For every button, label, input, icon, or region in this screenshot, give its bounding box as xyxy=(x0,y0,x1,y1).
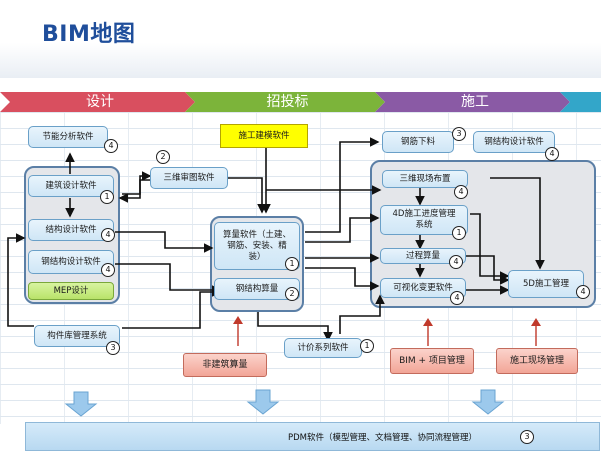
node-energy-analysis: 节能分析软件 xyxy=(28,126,108,148)
node-steel-design: 钢结构设计软件 xyxy=(28,250,114,274)
phase-construction-label: 施工 xyxy=(461,94,489,110)
phase-bar xyxy=(0,92,601,112)
badge-component-lib: 3 xyxy=(106,341,120,355)
badge-pdm: 3 xyxy=(520,430,534,444)
badge-site-layout: 4 xyxy=(454,185,468,199)
node-visual-change: 可视化变更软件 xyxy=(380,278,466,298)
badge-rebar: 3 xyxy=(452,127,466,141)
node-site-management: 施工现场管理 xyxy=(496,348,578,374)
badge-review3d: 2 xyxy=(156,150,170,164)
phase-design-label: 设计 xyxy=(86,94,114,110)
node-rebar-cutting: 钢筋下料 xyxy=(382,131,454,153)
badge-steel-design: 4 xyxy=(101,263,115,277)
badge-struct: 4 xyxy=(101,228,115,242)
node-5d-management: 5D施工管理 xyxy=(508,270,584,298)
node-construction-modeling: 施工建模软件 xyxy=(220,124,308,148)
node-site-layout-3d: 三维现场布置 xyxy=(382,170,468,188)
badge-visual-change: 4 xyxy=(450,291,464,305)
badge-steel-quantity: 2 xyxy=(285,287,299,301)
node-process-quantity: 过程算量 xyxy=(380,248,466,264)
phase-design-arrow xyxy=(0,92,195,112)
node-bim-project-management: BIM + 项目管理 xyxy=(390,348,474,374)
node-mep-design: MEP设计 xyxy=(28,282,114,300)
page-title: BIM地图 xyxy=(42,22,136,47)
node-pricing-software: 计价系列软件 xyxy=(284,338,362,358)
node-steel-struct-design: 钢结构设计软件 xyxy=(473,131,555,153)
phase-next-arrow xyxy=(560,92,601,112)
badge-pricing: 1 xyxy=(360,339,374,353)
node-steel-quantity: 钢结构算量 xyxy=(214,278,300,300)
badge-steel-struct-design: 4 xyxy=(545,147,559,161)
badge-quantity: 1 xyxy=(285,257,299,271)
phase-bidding-arrow xyxy=(185,92,385,112)
pdm-bar: PDM软件（模型管理、文档管理、协同流程管理） 3 xyxy=(25,422,600,451)
badge-schedule4d: 1 xyxy=(452,226,466,240)
phase-construction-arrow xyxy=(375,92,570,112)
pdm-label: PDM软件（模型管理、文档管理、协同流程管理） xyxy=(288,433,478,443)
node-quantity-software: 算量软件（土建、钢筋、安装、精装） xyxy=(214,222,300,270)
node-3d-review: 三维审图软件 xyxy=(150,167,228,189)
badge-arch: 1 xyxy=(100,190,114,204)
badge-process-quantity: 4 xyxy=(449,255,463,269)
node-component-library: 构件库管理系统 xyxy=(34,325,120,347)
badge-energy: 4 xyxy=(104,139,118,153)
node-non-building-quantity: 非建筑算量 xyxy=(183,353,267,377)
phase-bidding-label: 招投标 xyxy=(266,94,309,110)
title-area xyxy=(0,0,601,78)
badge-5d: 4 xyxy=(576,285,590,299)
node-architecture-design: 建筑设计软件 xyxy=(28,175,114,197)
